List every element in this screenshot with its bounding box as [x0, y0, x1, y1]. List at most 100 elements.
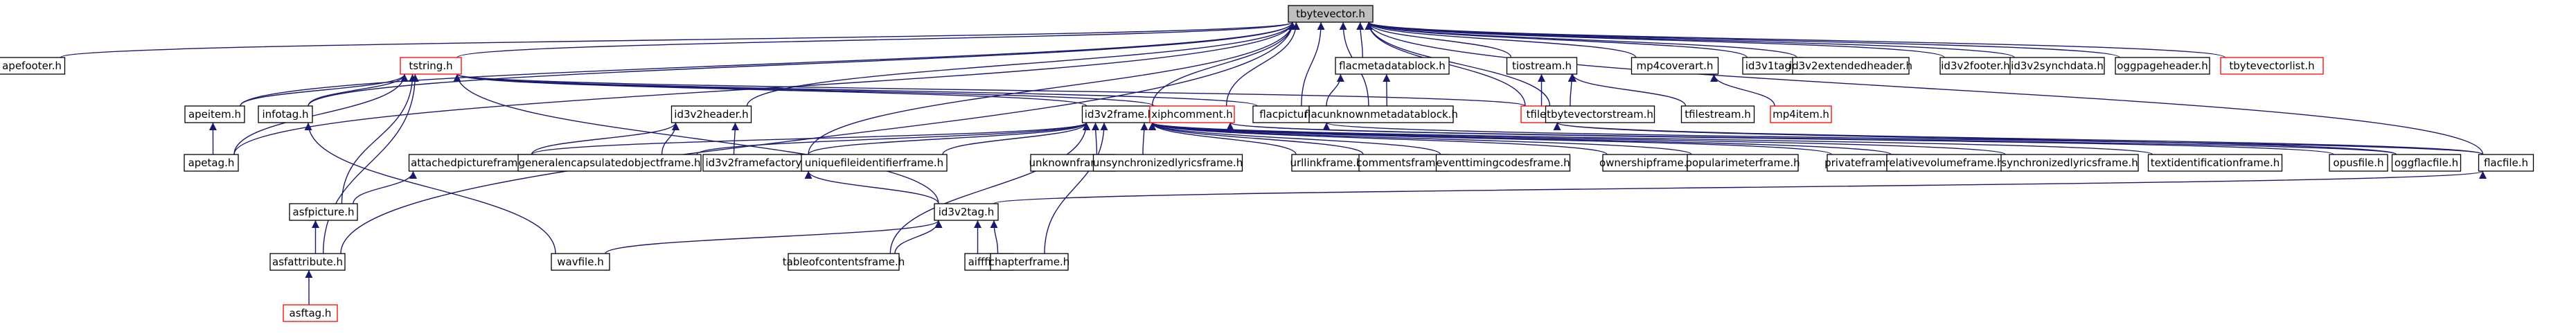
node-label: mp4coverart.h — [1637, 60, 1714, 72]
edge-tbytevectorstream-to-tiostream — [1567, 73, 1576, 107]
node-box — [2000, 154, 2139, 172]
node-box — [1288, 5, 1374, 23]
node-textidentificationframe[interactable]: textidentificationframe.h — [2147, 154, 2283, 172]
node-eventtimingcodesframe[interactable]: eventtimingcodesframe.h — [1435, 154, 1571, 172]
edge-unknownframe-to-id3v2frame — [1091, 122, 1100, 155]
node-flacunknownmetadatablock[interactable]: flacunknownmetadatablock.h — [1304, 105, 1458, 123]
node-apefooter[interactable]: apefooter.h — [0, 57, 66, 75]
edge-tstring-to-tbytevector — [456, 21, 1297, 58]
node-label: tbytevector.h — [1296, 8, 1365, 20]
node-box — [788, 253, 900, 271]
node-asfattribute[interactable]: asfattribute.h — [269, 253, 346, 271]
node-id3v2extendedheader[interactable]: id3v2extendedheader.h — [1789, 57, 1912, 75]
edge-unsynchronizedlyricsframe-to-id3v2frame — [1140, 122, 1148, 155]
node-tfilestream[interactable]: tfilestream.h — [1680, 105, 1755, 123]
edge-popularimeterframe-to-id3v2frame — [1148, 122, 1692, 155]
node-label: opusfile.h — [2333, 157, 2383, 169]
edge-id3v2framefactory-to-id3v2header — [731, 122, 740, 155]
node-box — [2391, 154, 2462, 172]
node-flacmetadatablock[interactable]: flacmetadatablock.h — [1335, 57, 1450, 75]
node-tableofcontentsframe[interactable]: tableofcontentsframe.h — [783, 253, 905, 271]
node-asftag[interactable]: asftag.h — [283, 304, 338, 322]
node-opusfile[interactable]: opusfile.h — [2329, 154, 2388, 172]
node-relativevolumeframe[interactable]: relativevolumeframe.h — [1885, 154, 2004, 172]
node-box — [1939, 57, 2011, 75]
node-apeitem[interactable]: apeitem.h — [184, 105, 245, 123]
node-tbytevectorlist[interactable]: tbytevectorlist.h — [2220, 57, 2324, 75]
node-infotag[interactable]: infotag.h — [258, 105, 313, 123]
edge-synchronizedlyricsframe-to-id3v2frame — [1148, 122, 2006, 155]
node-label: textidentificationframe.h — [2151, 157, 2280, 169]
node-asfpicture[interactable]: asfpicture.h — [289, 203, 358, 221]
node-id3v2footer[interactable]: id3v2footer.h — [1939, 57, 2011, 75]
node-id3v2synchdata[interactable]: id3v2synchdata.h — [2009, 57, 2105, 75]
edge-tiostream-to-tbytevector — [1365, 21, 1512, 58]
node-box — [517, 154, 702, 172]
node-chapterframe[interactable]: chapterframe.h — [989, 253, 1070, 271]
edge-urllinkframe-to-id3v2frame — [1148, 122, 1297, 155]
node-box — [1886, 154, 2002, 172]
node-popularimeterframe[interactable]: popularimeterframe.h — [1685, 154, 1800, 172]
node-box — [1092, 154, 1243, 172]
node-ownershipframe[interactable]: ownershipframe.h — [1599, 154, 1694, 172]
node-apetag[interactable]: apetag.h — [184, 154, 239, 172]
edge-eventtimingcodesframe-to-id3v2frame — [1148, 122, 1441, 155]
edge-flacfile-to-tbytevector — [1365, 21, 2484, 155]
edge-apetag-to-tstring — [233, 73, 409, 155]
node-id3v2framefactory[interactable]: id3v2framefactory.h — [702, 154, 813, 172]
node-label: flacpicture.h — [1259, 108, 1324, 121]
node-label: tfilestream.h — [1685, 108, 1751, 121]
node-label: tstring.h — [409, 60, 452, 72]
node-label: generalencapsulatedobjectframe.h — [519, 157, 701, 169]
edge-relativevolumeframe-to-id3v2frame — [1148, 122, 1892, 155]
edge-attachedpictureframe-to-id3v2header — [531, 122, 679, 155]
node-tbytevector[interactable]: tbytevector.h — [1288, 5, 1374, 23]
node-tstring[interactable]: tstring.h — [400, 57, 462, 75]
node-label: privateframe.h — [1824, 157, 1902, 169]
edge-xiphcomment-to-tbytevector — [1225, 21, 1300, 107]
edge-asfpicture-to-attachedpictureframe — [353, 170, 418, 204]
node-mp4coverart[interactable]: mp4coverart.h — [1631, 57, 1719, 75]
node-mp4item[interactable]: mp4item.h — [1770, 105, 1832, 123]
node-commentsframe[interactable]: commentsframe.h — [1356, 154, 1452, 172]
node-uniquefileidentifierframe[interactable]: uniquefileidentifierframe.h — [801, 154, 948, 172]
node-box — [934, 203, 999, 221]
node-box — [1770, 105, 1832, 123]
node-label: id3v2framefactory.h — [705, 157, 810, 169]
node-xiphcomment[interactable]: xiphcomment.h — [1149, 105, 1235, 123]
edge-tfilestream-to-tiostream — [1568, 73, 1687, 107]
node-tiostream[interactable]: tiostream.h — [1506, 57, 1578, 75]
edge-chapterframe-to-id3v2frame — [1044, 122, 1108, 254]
node-synchronizedlyricsframe[interactable]: synchronizedlyricsframe.h — [2000, 154, 2139, 172]
node-label: id3v2footer.h — [1941, 60, 2009, 72]
node-box — [408, 154, 537, 172]
edge-flacpicture-to-tstring — [453, 73, 1258, 107]
node-wavfile[interactable]: wavfile.h — [551, 253, 610, 271]
node-box — [2115, 57, 2210, 75]
node-oggpageheader[interactable]: oggpageheader.h — [2115, 57, 2210, 75]
node-tbytevectorstream[interactable]: tbytevectorstream.h — [1545, 105, 1655, 123]
node-flacfile[interactable]: flacfile.h — [2478, 154, 2534, 172]
node-label: apetag.h — [188, 157, 235, 169]
edge-id3v2footer-to-tbytevector — [1365, 21, 1945, 58]
node-generalencapsulatedobjectframe[interactable]: generalencapsulatedobjectframe.h — [517, 154, 702, 172]
edge-tableofcontentsframe-to-id3v2frame — [889, 122, 1091, 254]
node-id3v2tag[interactable]: id3v2tag.h — [934, 203, 999, 221]
edge-generalencapsulatedobjectframe-to-id3v2header — [661, 122, 680, 155]
node-oggflacfile[interactable]: oggflacfile.h — [2391, 154, 2462, 172]
node-attachedpictureframe[interactable]: attachedpictureframe.h — [408, 154, 537, 172]
node-label: asftag.h — [290, 307, 332, 319]
edge-flacfile-to-tfile — [1554, 122, 2484, 155]
node-label: unsynchronizedlyricsframe.h — [1093, 157, 1243, 169]
edge-tbytevectorlist-to-tbytevector — [1365, 21, 2226, 58]
node-id3v2header[interactable]: id3v2header.h — [670, 105, 752, 123]
node-label: tableofcontentsframe.h — [783, 256, 905, 268]
node-label: id3v2tag.h — [939, 206, 995, 218]
node-box — [184, 105, 245, 123]
node-label: ownershipframe.h — [1599, 157, 1694, 169]
node-urllinkframe[interactable]: urllinkframe.h — [1290, 154, 1363, 172]
node-box — [990, 253, 1069, 271]
node-unsynchronizedlyricsframe[interactable]: unsynchronizedlyricsframe.h — [1092, 154, 1243, 172]
node-id3v2frame[interactable]: id3v2frame.h — [1081, 105, 1157, 123]
